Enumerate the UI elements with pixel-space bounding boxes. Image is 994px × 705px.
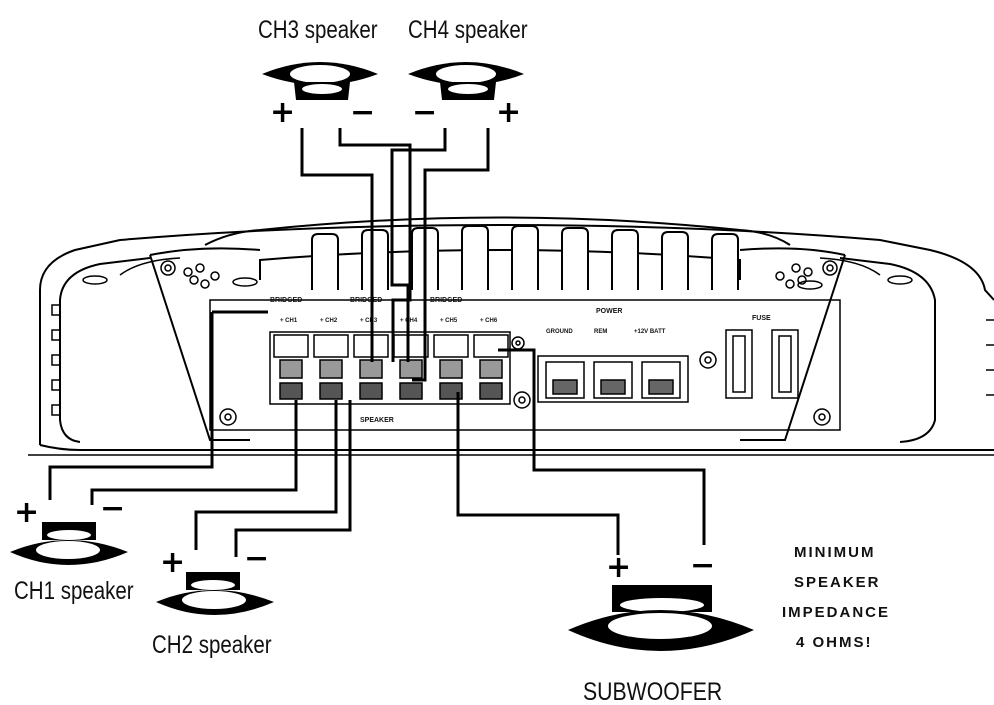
- ch3-minus-mark: −: [350, 95, 375, 130]
- ch3-plus-mark: +: [270, 95, 295, 130]
- ch3-terminal-label: + CH3: [360, 318, 378, 324]
- sub-plus-mark: +: [606, 550, 631, 585]
- amplifier: [28, 216, 994, 456]
- ch4-minus-mark: −: [412, 95, 437, 130]
- ch4-speaker: [408, 62, 524, 100]
- bridged-label-3: BRIDGED: [430, 297, 462, 304]
- subwoofer-label: SUBWOOFER: [583, 677, 722, 705]
- ch1-speaker-label: CH1 speaker: [14, 576, 134, 604]
- ch1-plus-mark: +: [14, 495, 39, 530]
- warning-line-4: 4 OHMS!: [796, 634, 873, 651]
- ch1-terminal-label: + CH1: [280, 318, 298, 324]
- ch3-speaker: [262, 62, 378, 100]
- speaker-labels: CH3 speaker CH4 speaker CH1 speaker CH2 …: [14, 15, 722, 705]
- ch1-speaker: [10, 522, 128, 565]
- speaker-label: SPEAKER: [360, 417, 394, 424]
- ch6-terminal-label: + CH6: [480, 318, 498, 324]
- wires: [48, 128, 706, 557]
- ch4-plus-mark: +: [496, 95, 521, 130]
- ch3-speaker-label: CH3 speaker: [258, 15, 378, 43]
- heatsink-fins: [311, 225, 739, 290]
- ch1-minus-mark: −: [100, 491, 125, 526]
- subwoofer: [568, 585, 754, 651]
- fuse-label: FUSE: [752, 315, 771, 322]
- bridged-label-2: BRIDGED: [350, 297, 382, 304]
- speaker-terminal-block: [269, 331, 511, 405]
- fuse-holder: [725, 329, 799, 399]
- ch4-speaker-label: CH4 speaker: [408, 15, 528, 43]
- warning-line-3: IMPEDANCE: [782, 604, 890, 621]
- power-terminal-block: [537, 355, 689, 403]
- ch5-terminal-label: + CH5: [440, 318, 458, 324]
- amp-details: [82, 260, 913, 426]
- ground-label: GROUND: [546, 329, 573, 335]
- polarity-marks: + − − + + − + − + −: [14, 95, 715, 585]
- warning-line-1: MINIMUM: [794, 544, 876, 561]
- ch2-speaker: [156, 572, 274, 615]
- sub-minus-mark: −: [690, 548, 715, 583]
- rem-label: REM: [594, 329, 607, 335]
- ch2-terminal-label: + CH2: [320, 318, 338, 324]
- warning-line-2: SPEAKER: [794, 574, 881, 591]
- bridged-label-1: BRIDGED: [270, 297, 302, 304]
- batt-label: +12V BATT: [634, 329, 666, 335]
- ch2-plus-mark: +: [160, 545, 185, 580]
- power-label: POWER: [596, 308, 622, 315]
- ch2-speaker-label: CH2 speaker: [152, 630, 272, 658]
- impedance-warning: MINIMUM SPEAKER IMPEDANCE 4 OHMS!: [782, 544, 890, 651]
- ch2-minus-mark: −: [244, 541, 269, 576]
